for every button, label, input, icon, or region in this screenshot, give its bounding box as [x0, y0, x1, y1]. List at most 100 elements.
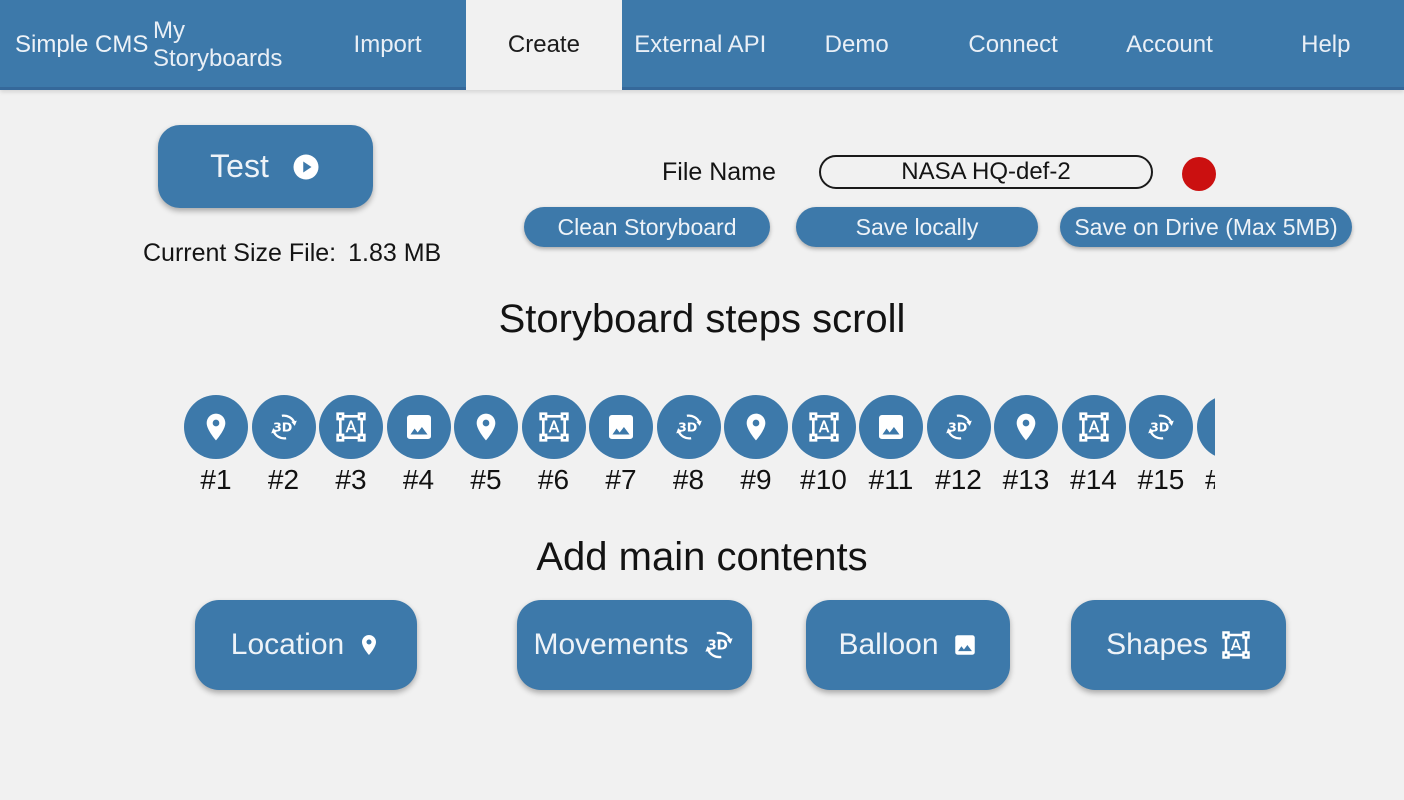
step-circle[interactable]: [319, 395, 383, 459]
format-shapes-icon: [808, 411, 840, 443]
step-circle[interactable]: [184, 395, 248, 459]
save-locally-button[interactable]: Save locally: [796, 207, 1038, 247]
step-label: #5: [470, 464, 502, 495]
step-circle[interactable]: 3D: [926, 395, 991, 459]
nav-tab-my-storyboards[interactable]: My Storyboards: [153, 0, 309, 90]
rotation-3d-icon: 3D: [673, 411, 705, 443]
movements-button[interactable]: Movements 3D: [517, 600, 752, 690]
nav-tab-account[interactable]: Account: [1091, 0, 1247, 90]
balloon-button[interactable]: Balloon: [806, 600, 1010, 690]
nav-tab-help[interactable]: Help: [1248, 0, 1404, 90]
step-circle[interactable]: [724, 395, 788, 459]
step-circle[interactable]: [791, 395, 856, 459]
test-button[interactable]: Test: [158, 125, 373, 208]
button-label: Balloon: [838, 628, 939, 661]
format-shapes-icon: [538, 411, 570, 443]
step-circle[interactable]: 3D: [1129, 395, 1193, 459]
step-label: #9: [740, 464, 772, 495]
location-pin-icon: [470, 411, 502, 443]
rotation-3d-icon: 3D: [943, 411, 975, 443]
step-item--15[interactable]: 3D #15: [1129, 395, 1193, 500]
nav-tab-external-api[interactable]: External API: [622, 0, 778, 90]
step-circle[interactable]: 3D: [251, 395, 316, 459]
button-label: Movements: [533, 628, 689, 661]
nav-tab-create[interactable]: Create: [465, 0, 623, 90]
step-item--3[interactable]: #3: [319, 395, 383, 500]
current-size-value: 1.83 MB: [348, 239, 442, 267]
nav-tab-label: Create: [507, 31, 580, 58]
rotation-3d-icon: 3D: [268, 411, 300, 443]
test-button-label: Test: [210, 148, 269, 184]
nav-tab-label: Connect: [968, 31, 1058, 58]
step-item--13[interactable]: #13: [994, 395, 1058, 500]
step-item--2[interactable]: 3D #2: [251, 395, 316, 500]
nav-tab-label: External API: [634, 31, 767, 58]
nav-tab-demo[interactable]: Demo: [779, 0, 935, 90]
step-item--4[interactable]: #4: [386, 395, 451, 500]
step-item--12[interactable]: 3D#12: [926, 395, 991, 500]
clean-storyboard-button[interactable]: Clean Storyboard: [524, 207, 770, 247]
step-label: #2: [267, 464, 300, 495]
step-label: #4: [402, 464, 435, 495]
play-circle-icon: [291, 152, 321, 182]
location-pin-icon: [1010, 411, 1042, 443]
nav-tab-label: Help: [1301, 31, 1351, 58]
step-circle[interactable]: 3D: [656, 395, 721, 459]
button-label: Shapes: [1106, 628, 1208, 661]
step-label: #15: [1137, 464, 1185, 495]
step-label: #3: [335, 464, 367, 495]
step-circle[interactable]: [521, 395, 586, 459]
step-item--9[interactable]: #9: [724, 395, 788, 500]
location-pin-icon: [357, 633, 381, 657]
status-dot: [1182, 157, 1216, 191]
step-item--5[interactable]: #5: [454, 395, 518, 500]
step-item--14[interactable]: #14: [1061, 395, 1126, 500]
contents-section-title: Add main contents: [536, 535, 868, 579]
step-item--8[interactable]: 3D#8: [656, 395, 721, 500]
step-item--16[interactable]: #16: [1196, 395, 1215, 500]
button-label: Location: [230, 628, 345, 661]
step-label: #7: [605, 464, 637, 495]
step-circle[interactable]: [1196, 395, 1215, 459]
step-circle[interactable]: [386, 395, 451, 459]
step-item--11[interactable]: #11: [859, 395, 923, 500]
current-size-file: Current Size File: 1.83 MB: [143, 239, 441, 268]
save-on-drive-button[interactable]: Save on Drive (Max 5MB): [1060, 207, 1352, 247]
format-shapes-icon: [1078, 411, 1110, 443]
step-label: #11: [868, 464, 914, 495]
image-icon: [605, 411, 637, 443]
step-circle[interactable]: [589, 395, 653, 459]
step-circle[interactable]: [859, 395, 923, 459]
step-item--7[interactable]: #7: [589, 395, 653, 500]
step-label: #13: [1002, 464, 1050, 495]
step-item--1[interactable]: #1: [184, 395, 248, 500]
svg-text:3D: 3D: [1150, 419, 1169, 434]
image-icon: [875, 411, 907, 443]
step-circle[interactable]: [454, 395, 518, 459]
image-icon: [952, 632, 978, 658]
format-shapes-icon: [1221, 630, 1251, 660]
file-name-input[interactable]: [819, 155, 1153, 189]
nav-tab-connect[interactable]: Connect: [935, 0, 1091, 90]
step-circle[interactable]: [1061, 395, 1126, 459]
nav-tabs: My Storyboards Import Create External API De…: [153, 0, 1404, 90]
step-item--6[interactable]: #6: [521, 395, 586, 500]
svg-text:3D: 3D: [707, 639, 728, 654]
shapes-button[interactable]: Shapes: [1071, 600, 1286, 690]
nav-tab-import[interactable]: Import: [309, 0, 465, 90]
step-label: #16: [1197, 464, 1215, 496]
rotation-3d-icon: 3D: [702, 628, 736, 662]
nav-tab-label: Account: [1126, 31, 1213, 58]
location-button[interactable]: Location: [195, 600, 417, 690]
step-item--10[interactable]: #10: [791, 395, 856, 500]
rotation-3d-icon: 3D: [1145, 411, 1177, 443]
step-label: #1: [200, 464, 232, 495]
step-circle[interactable]: [994, 395, 1058, 459]
nav-tab-label: Demo: [824, 31, 889, 58]
nav-tab-label: My Storyboards: [153, 17, 283, 72]
current-size-label: Current Size File:: [143, 239, 337, 267]
format-shapes-icon: [335, 411, 367, 443]
nav-tab-label: Import: [353, 31, 422, 58]
